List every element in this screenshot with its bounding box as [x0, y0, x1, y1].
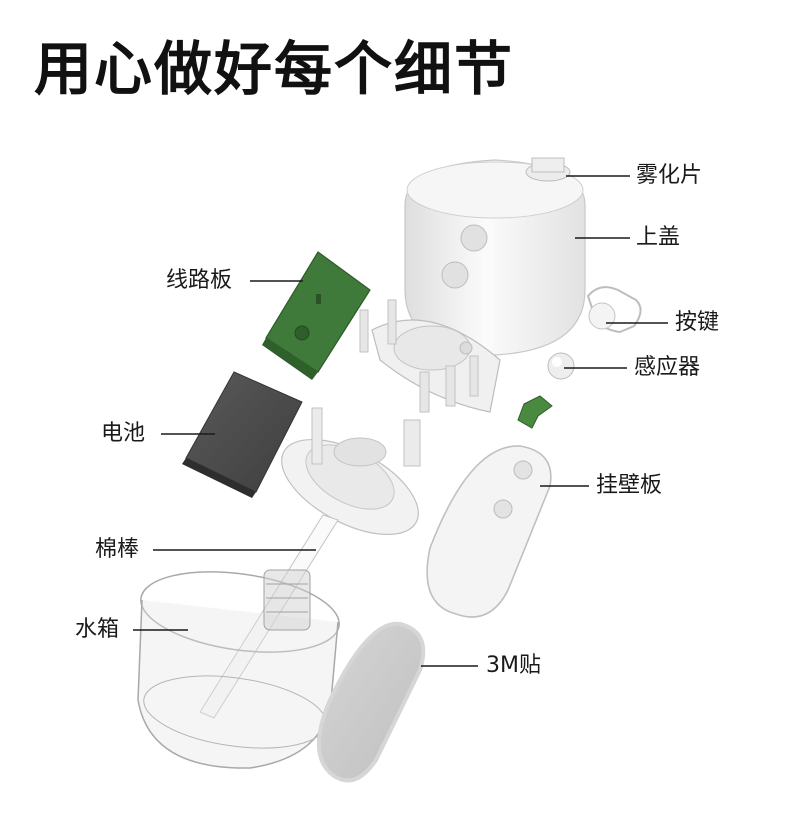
label-cotton-stick: 棉棒	[95, 539, 139, 561]
label-atomizer: 雾化片	[636, 165, 702, 187]
label-sensor: 感应器	[634, 357, 700, 379]
label-top-cover: 上盖	[636, 227, 680, 249]
green-clip-part	[518, 396, 552, 428]
label-button: 按键	[675, 312, 719, 334]
lower-frame-part	[267, 408, 433, 554]
label-wall-plate: 挂壁板	[596, 475, 662, 497]
label-pcb: 线路板	[166, 270, 232, 292]
sensor-part	[548, 353, 574, 379]
battery-part	[182, 372, 302, 498]
label-water-tank: 水箱	[75, 619, 119, 641]
button-part	[588, 287, 641, 332]
wall-plate-part	[427, 446, 551, 617]
water-tank-part	[136, 560, 345, 768]
label-battery: 电池	[101, 423, 145, 445]
label-adhesive: 3M贴	[486, 655, 541, 677]
pcb-part	[262, 252, 370, 380]
